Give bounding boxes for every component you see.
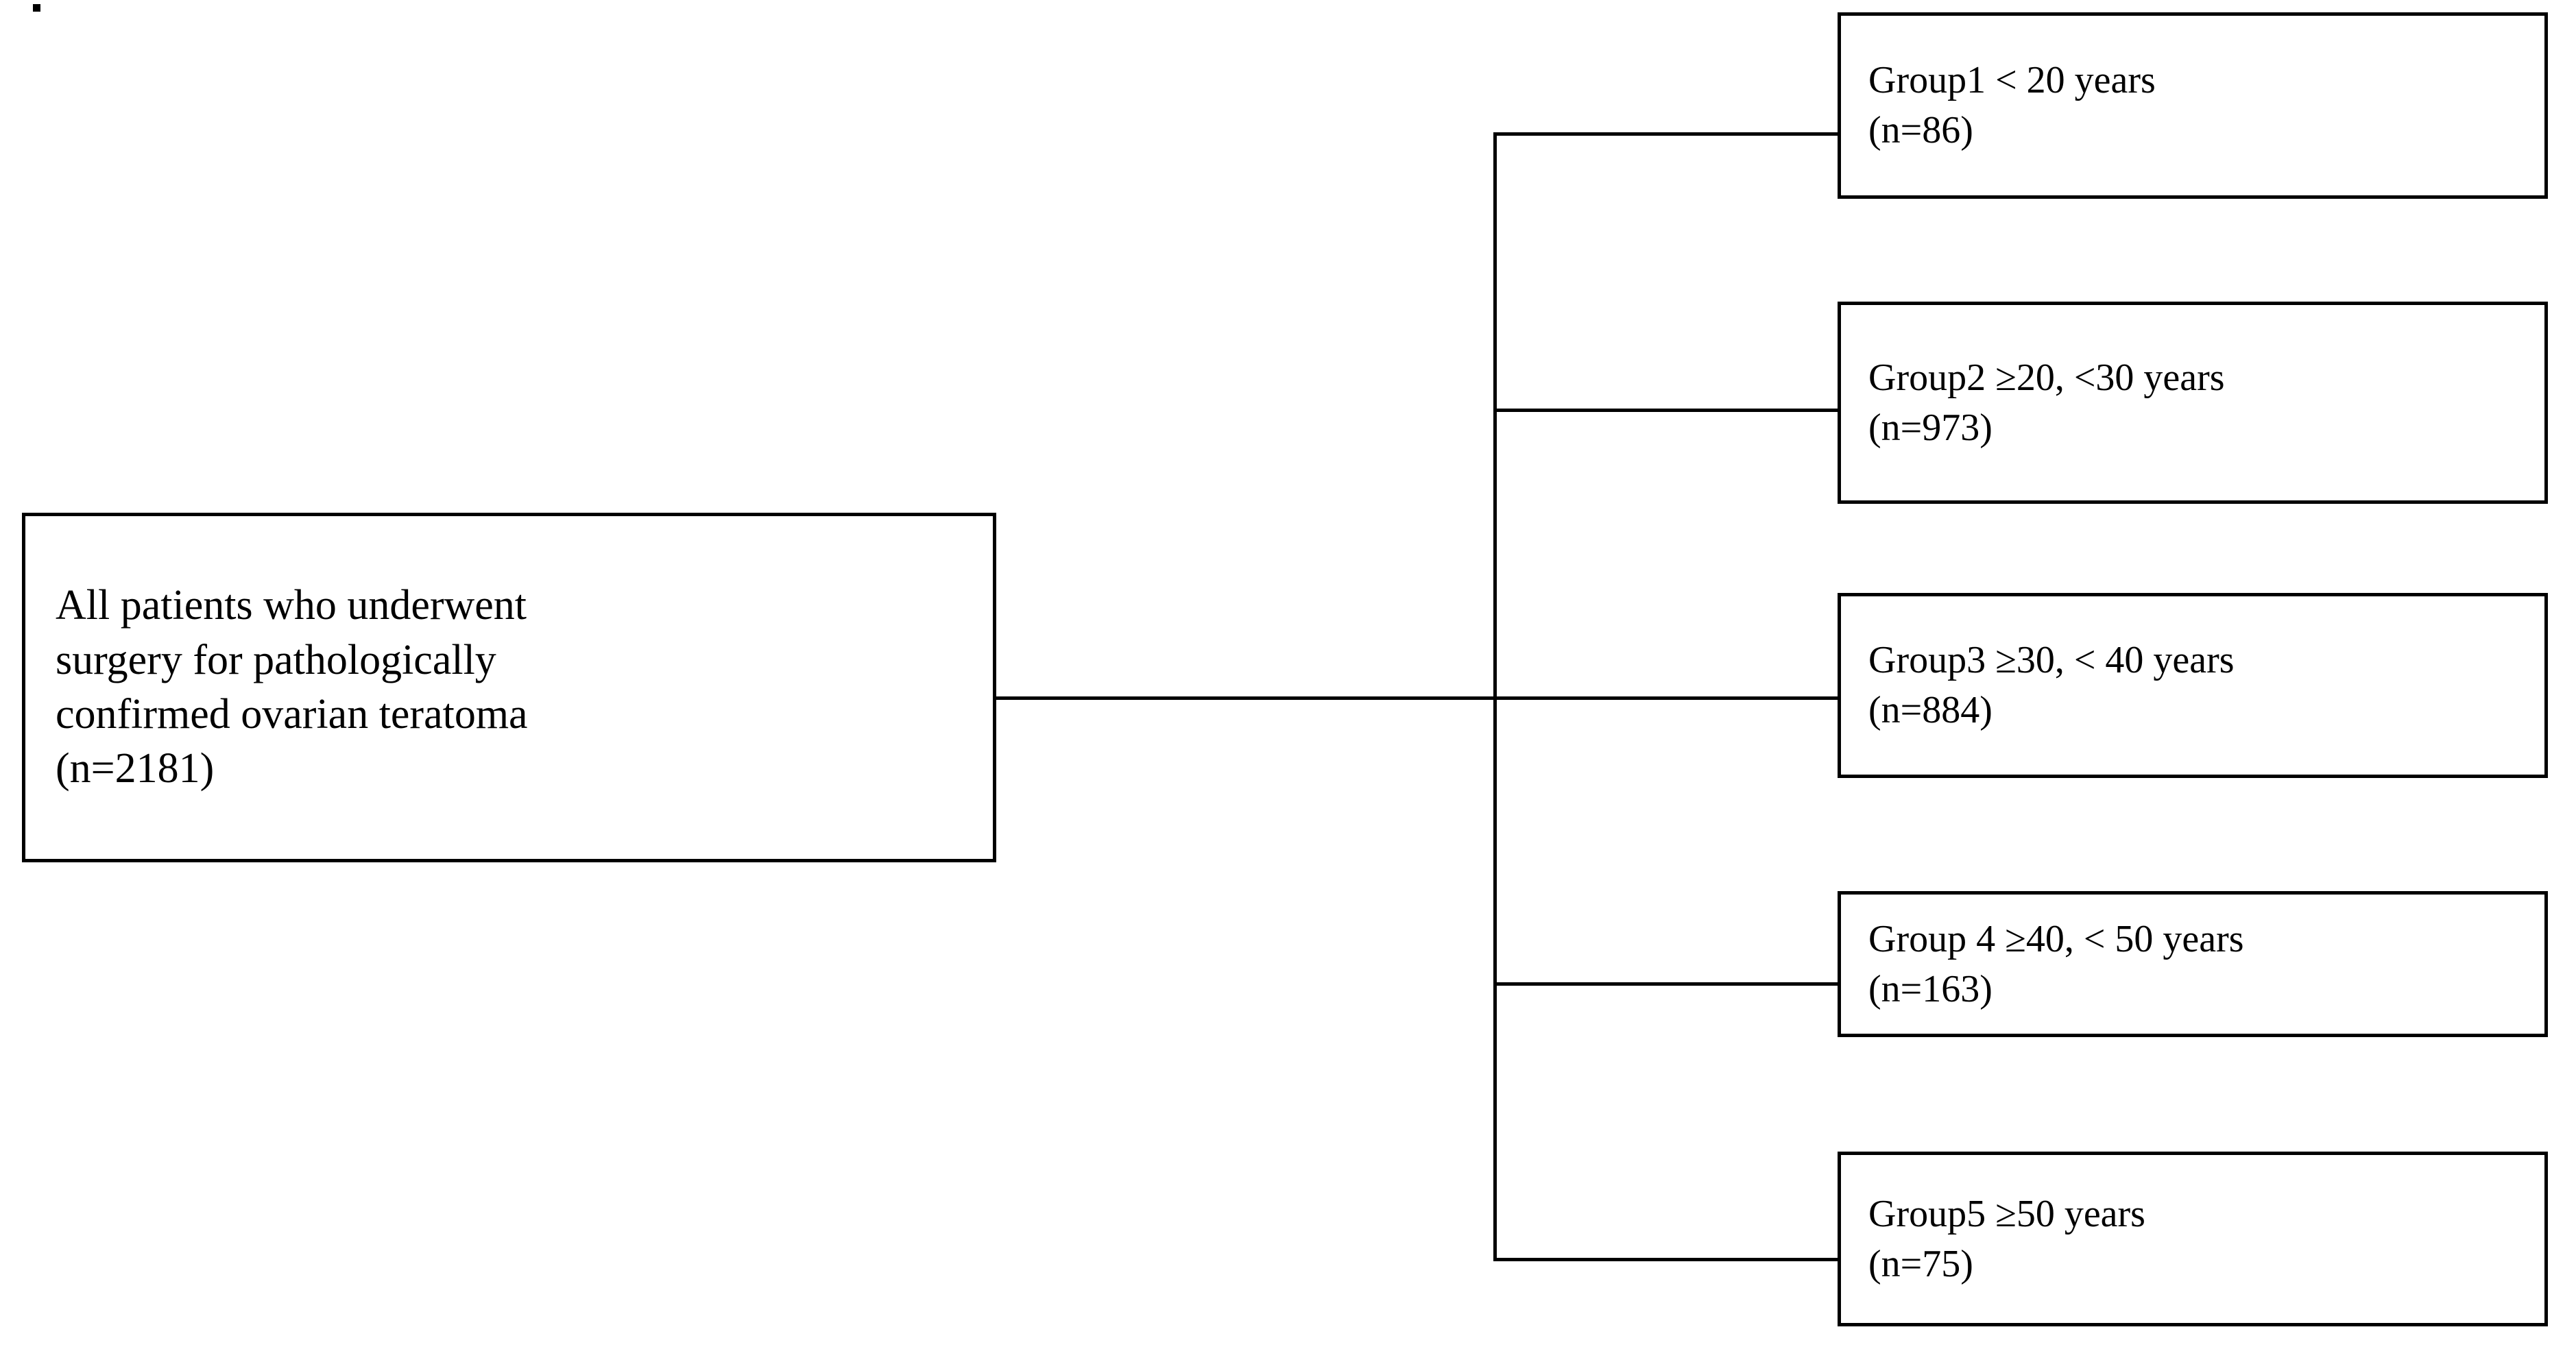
- group-box-4: Group 4 ≥40, < 50 years (n=163): [1838, 891, 2548, 1037]
- group-3-title: Group3 ≥30, < 40 years: [1868, 639, 2235, 682]
- group-box-5: Group5 ≥50 years (n=75): [1838, 1152, 2548, 1326]
- root-cohort-box: All patients who underwent surgery for p…: [22, 513, 996, 862]
- group-2-title: Group2 ≥20, <30 years: [1868, 356, 2225, 399]
- root-cohort-line-2: surgery for pathologically: [56, 636, 496, 683]
- group-5-title: Group5 ≥50 years: [1868, 1192, 2145, 1235]
- group-2-count: (n=973): [1868, 406, 1993, 449]
- group-5-count: (n=75): [1868, 1242, 1973, 1285]
- group-3-count: (n=884): [1868, 689, 1993, 731]
- connector-branch-group-3: [1493, 696, 1840, 700]
- group-box-3: Group3 ≥30, < 40 years (n=884): [1838, 593, 2548, 778]
- group-1-title: Group1 < 20 years: [1868, 59, 2156, 102]
- root-cohort-line-3: confirmed ovarian teratoma: [56, 691, 528, 738]
- stray-dot-artifact: [33, 4, 40, 12]
- group-4-count: (n=163): [1868, 967, 1993, 1010]
- root-cohort-count: (n=2181): [56, 745, 215, 792]
- group-box-2: Group2 ≥20, <30 years (n=973): [1838, 302, 2548, 504]
- connector-branch-group-2: [1493, 409, 1840, 412]
- connector-root-to-trunk: [996, 696, 1497, 700]
- connector-branch-group-4: [1493, 982, 1840, 986]
- group-1-count: (n=86): [1868, 109, 1973, 151]
- group-box-1: Group1 < 20 years (n=86): [1838, 12, 2548, 199]
- connector-branch-group-1: [1493, 132, 1840, 136]
- group-4-title: Group 4 ≥40, < 50 years: [1868, 917, 2244, 960]
- root-cohort-line-1: All patients who underwent: [56, 582, 527, 629]
- connector-branch-group-5: [1493, 1258, 1840, 1261]
